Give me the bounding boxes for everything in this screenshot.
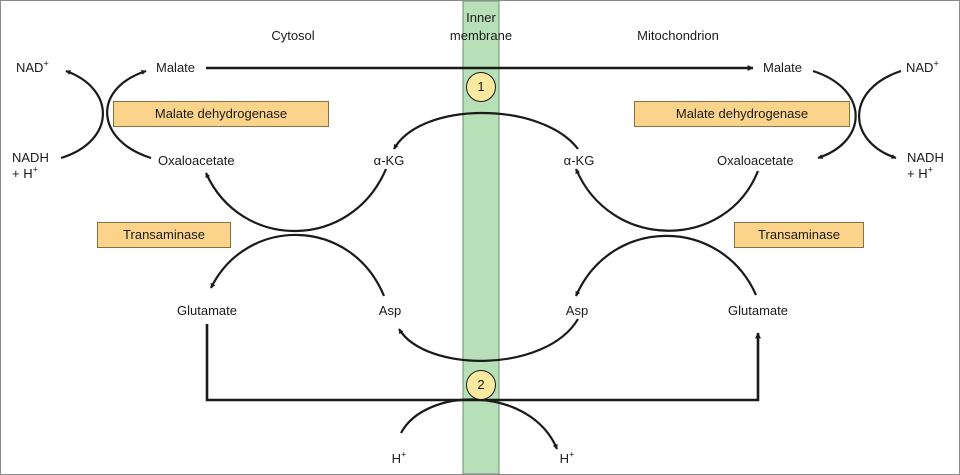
cytosol-malate-dehydrogenase-box: Malate dehydrogenase xyxy=(113,101,329,127)
transporter-1: 1 xyxy=(466,72,496,102)
inner-membrane-label-line1: Inner xyxy=(466,10,496,25)
mito-alpha-kg-label: α-KG xyxy=(563,153,595,168)
mito-transaminase-box: Transaminase xyxy=(734,222,864,248)
mito-malate-label: Malate xyxy=(763,60,803,75)
mito-transaminase-arc-glutamate-asp xyxy=(574,234,758,297)
cytosol-alpha-kg-label: α-KG xyxy=(373,153,405,168)
mito-plus-h-label: + H+ xyxy=(907,164,933,181)
cytosol-label: Cytosol xyxy=(271,28,315,43)
cytosol-glutamate-label: Glutamate xyxy=(177,303,237,318)
cytosol-plus-h-label: + H+ xyxy=(12,164,38,181)
cytosol-transaminase-arc-akg-oxaloacetate xyxy=(204,168,388,232)
mito-malate-dehydrogenase-box: Malate dehydrogenase xyxy=(634,101,850,127)
mito-nadh-label: NADH xyxy=(907,150,944,165)
asp-transport-arc xyxy=(398,318,579,362)
cytosol-malate-label: Malate xyxy=(156,60,196,75)
alpha-kg-transport-arc xyxy=(393,111,579,150)
mito-asp-label: Asp xyxy=(565,303,589,318)
mito-oxaloacetate-label: Oxaloacetate xyxy=(717,153,794,168)
left-mdh-arc-oxaloacetate-malate xyxy=(106,69,152,160)
cytosol-transaminase-box: Transaminase xyxy=(97,222,231,248)
cytosol-h-plus-label: H+ xyxy=(391,449,407,466)
left-mdh-arc-nadh-nad xyxy=(60,69,104,160)
mito-glutamate-label: Glutamate xyxy=(728,303,788,318)
cytosol-transaminase-arc-asp-glutamate xyxy=(210,233,386,297)
mito-nad-label: NAD+ xyxy=(906,58,939,75)
cytosol-nadh-label: NADH xyxy=(12,150,49,165)
mito-transaminase-arc-oxaloacetate-akg xyxy=(574,168,760,232)
mito-h-plus-label: H+ xyxy=(559,449,575,466)
cytosol-asp-label: Asp xyxy=(378,303,402,318)
transporter-2: 2 xyxy=(466,370,496,400)
cytosol-oxaloacetate-label: Oxaloacetate xyxy=(158,153,235,168)
right-mdh-arc-nad-nadh xyxy=(858,69,902,160)
mitochondrion-label: Mitochondrion xyxy=(637,28,719,43)
cytosol-nad-label: NAD+ xyxy=(16,58,49,75)
inner-membrane-label-line2: membrane xyxy=(449,28,513,43)
right-mdh-arc-malate-oxaloacetate xyxy=(812,69,857,160)
